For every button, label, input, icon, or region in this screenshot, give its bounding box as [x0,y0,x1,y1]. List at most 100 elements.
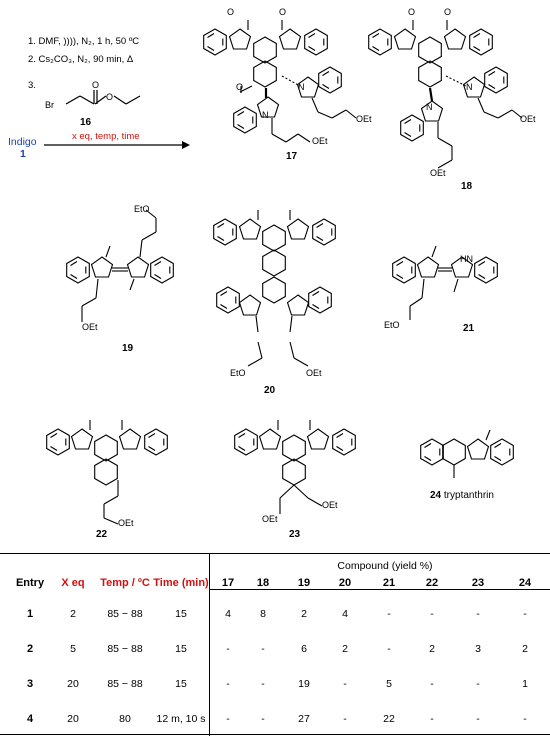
compound-19-structure [66,209,174,322]
col-header-entry: Entry [15,577,45,589]
row-2-time: 15 [175,643,187,655]
row-1-yield-24: - [523,608,527,620]
compound-23-structure [234,420,356,514]
row-2-yield-21: - [387,643,391,655]
reaction-scheme: 1. DMF, )))), N₂, 1 h, 50 ºC 2. Cs₂CO₃, … [8,7,536,540]
col-header-23: 23 [471,577,485,589]
row-4-time: 12 m, 10 s [156,713,206,725]
table-top-rule [0,553,550,554]
row-3-yield-19: 19 [298,678,310,690]
atom-n: N [298,82,305,92]
condition-step-3: 3. [28,80,36,91]
row-3-yield-17: - [226,678,230,690]
condition-step-2: 2. Cs₂CO₃, N₂, 90 min, Δ [28,54,134,65]
row-2-entry: 2 [26,643,34,655]
compound-21-label: 21 [463,323,475,334]
atom-oet: OEt [118,518,134,528]
row-4-yield-20: - [343,713,347,725]
atom-n: N [262,110,269,120]
col-header-18: 18 [256,577,270,589]
col-header-time: Time (min) [153,577,209,589]
compound-20-label: 20 [264,385,276,396]
row-3-yield-18: - [261,678,265,690]
row-1-x-eq: 2 [70,608,76,620]
row-4-yield-24: - [523,713,527,725]
atom-o: O [227,7,235,17]
row-2-yield-22: 2 [429,643,435,655]
row-3-yield-24: 1 [522,678,528,690]
group-header: Compound (yield %) [337,560,433,572]
row-1-entry: 1 [26,608,34,620]
atom-o: O [279,7,287,17]
molecule-drawings [46,20,523,525]
compound-22-structure [46,420,168,525]
reagent-16-structure: Br O O [45,80,141,110]
table-bottom-rule [0,734,550,735]
row-4-yield-19: 27 [298,713,310,725]
row-2-yield-20: 2 [342,643,348,655]
atom-oet: OEt [312,136,328,146]
atom-nh: HN [460,254,473,264]
row-3-temp: 85 − 88 [107,678,143,690]
atom-o: O [236,82,244,92]
atom-oet: OEt [520,114,536,124]
row-3-yield-20: - [343,678,347,690]
row-1-yield-19: 2 [301,608,307,620]
compound-22-label: 22 [96,529,108,540]
row-3-x-eq: 20 [67,678,79,690]
row-3-yield-23: - [476,678,480,690]
compound-18-structure [368,20,523,169]
row-2-yield-17: - [226,643,230,655]
row-1-temp: 85 − 88 [107,608,143,620]
compound-18-label: 18 [461,181,473,192]
atom-oet: OEt [356,114,372,124]
start-material-name: Indigo [8,136,37,148]
row-4-entry: 4 [26,713,34,725]
ester-oxygen: O [106,92,113,102]
row-3-yield-21: 5 [386,678,392,690]
row-1-yield-21: - [387,608,391,620]
atom-oet: OEt [306,368,322,378]
atom-oet: OEt [430,168,446,178]
table-header-rule [210,589,550,590]
table-column-divider [209,553,210,736]
row-1-yield-18: 8 [260,608,266,620]
col-header-17: 17 [221,577,235,589]
reaction-arrow [44,141,190,149]
condition-step-1: 1. DMF, )))), N₂, 1 h, 50 ºC [28,36,140,47]
row-4-yield-23: - [476,713,480,725]
compound-23-label: 23 [289,529,301,540]
col-header-temp: Temp / ºC [100,577,150,589]
row-1-time: 15 [175,608,187,620]
compound-17-structure [203,20,357,143]
atom-n: N [426,102,433,112]
row-2-yield-24: 2 [522,643,528,655]
row-4-temp: 80 [119,713,131,725]
col-header-x-eq: X eq [61,577,85,589]
atom-eto: EtO [384,320,400,330]
atom-o: O [408,7,416,17]
atom-oet: OEt [82,322,98,332]
row-3-entry: 3 [26,678,34,690]
row-1-yield-23: - [476,608,480,620]
row-4-yield-22: - [430,713,434,725]
row-2-yield-19: 6 [301,643,307,655]
row-2-temp: 85 − 88 [107,643,143,655]
row-2-yield-23: 3 [475,643,481,655]
reagent-16-label: 16 [80,117,92,128]
compound-17-label: 17 [286,151,298,162]
compound-24-label: 24 [430,490,442,501]
row-3-yield-22: - [430,678,434,690]
compound-21-structure [392,245,498,320]
compound-24-structure [420,429,514,478]
arrow-condition: x eq, temp, time [72,131,140,142]
col-header-22: 22 [425,577,439,589]
row-2-yield-18: - [261,643,265,655]
compound-19-label: 19 [122,343,134,354]
atom-eto: EtO [134,204,150,214]
row-4-yield-21: 22 [383,713,395,725]
col-header-20: 20 [338,577,352,589]
compound-20-structure [213,210,336,367]
atom-n: N [466,82,473,92]
row-4-yield-17: - [226,713,230,725]
